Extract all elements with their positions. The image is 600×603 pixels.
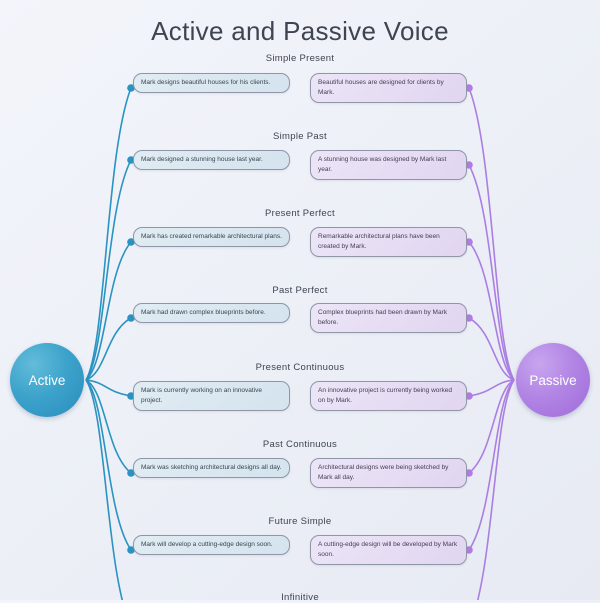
active-box-past-continuous[interactable]: Mark was sketching architectural designs… — [133, 458, 290, 478]
active-box-present-perfect[interactable]: Mark has created remarkable architectura… — [133, 227, 290, 247]
connector-active-present-continuous — [85, 379, 132, 397]
passive-box-simple-present[interactable]: Beautiful houses are designed for client… — [310, 73, 467, 103]
section-label-simple-present: Simple Present — [265, 53, 335, 64]
passive-node[interactable]: Passive — [516, 343, 590, 417]
connector-active-present-perfect — [85, 241, 132, 381]
connector-active-past-continuous — [85, 379, 132, 474]
passive-box-simple-past[interactable]: A stunning house was designed by Mark la… — [310, 150, 467, 180]
passive-box-future-simple[interactable]: A cutting-edge design will be developed … — [310, 535, 467, 565]
section-label-infinitive: Infinitive — [281, 592, 319, 603]
section-label-present-perfect: Present Perfect — [265, 208, 335, 219]
connector-passive-present-continuous — [468, 379, 515, 397]
page-title: Active and Passive Voice — [151, 16, 449, 46]
active-node[interactable]: Active — [10, 343, 84, 417]
section-label-future-simple: Future Simple — [268, 516, 332, 527]
connector-active-simple-past — [85, 159, 132, 381]
connector-passive-present-perfect — [468, 241, 515, 381]
active-box-past-perfect[interactable]: Mark had drawn complex blueprints before… — [133, 303, 290, 323]
section-label-simple-past: Simple Past — [273, 131, 327, 142]
connector-passive-infinitive — [476, 379, 515, 600]
passive-box-past-continuous[interactable]: Architectural designs were being sketche… — [310, 458, 467, 488]
active-box-present-continuous[interactable]: Mark is currently working on an innovati… — [133, 381, 290, 411]
passive-box-present-perfect[interactable]: Remarkable architectural plans have been… — [310, 227, 467, 257]
active-box-future-simple[interactable]: Mark will develop a cutting-edge design … — [133, 535, 290, 555]
active-box-simple-past[interactable]: Mark designed a stunning house last year… — [133, 150, 290, 170]
active-node-label: Active — [28, 372, 66, 388]
active-box-simple-present[interactable]: Mark designs beautiful houses for his cl… — [133, 73, 290, 93]
passive-box-past-perfect[interactable]: Complex blueprints had been drawn by Mar… — [310, 303, 467, 333]
connector-passive-simple-past — [468, 164, 515, 381]
section-label-present-continuous: Present Continuous — [255, 362, 345, 373]
passive-node-label: Passive — [529, 372, 577, 388]
passive-box-present-continuous[interactable]: An innovative project is currently being… — [310, 381, 467, 411]
section-label-past-perfect: Past Perfect — [272, 285, 328, 296]
section-label-past-continuous: Past Continuous — [262, 439, 338, 450]
connector-passive-past-continuous — [468, 379, 515, 474]
connector-active-infinitive — [85, 379, 124, 600]
